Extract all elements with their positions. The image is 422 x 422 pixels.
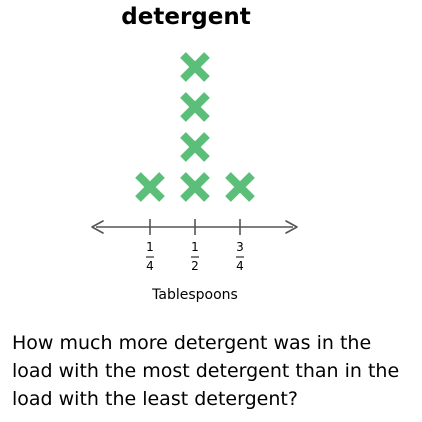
x-mark-stroke [180,172,210,202]
tick-label-denominator: 4 [236,259,244,273]
tick-label-numerator: 1 [191,240,199,254]
x-mark-stroke [180,92,210,122]
right-arrow-icon [285,220,298,234]
x-mark-icon [180,172,210,202]
tick-label-numerator: 3 [236,240,244,254]
chart-title: detergent [121,4,250,30]
tick-label-numerator: 1 [146,240,154,254]
x-mark-stroke [180,132,210,162]
x-mark-stroke [225,172,255,202]
x-mark-stroke [135,172,165,202]
x-mark-icon [180,132,210,162]
x-mark-icon [180,52,210,82]
x-mark-stroke [180,52,210,82]
left-arrow-icon [91,220,104,234]
tick-label-denominator: 2 [191,259,199,273]
dot-plot: detergent 1 4 1 2 3 4 Tablespoons [91,4,298,303]
x-mark-icon [180,92,210,122]
plot-marks [135,52,255,202]
tick-label-denominator: 4 [146,259,154,273]
question-text: How much more detergent was in the load … [12,332,400,410]
x-mark-icon [135,172,165,202]
x-axis-label: Tablespoons [151,287,238,303]
x-mark-icon [225,172,255,202]
number-line: 1 4 1 2 3 4 [91,219,298,273]
